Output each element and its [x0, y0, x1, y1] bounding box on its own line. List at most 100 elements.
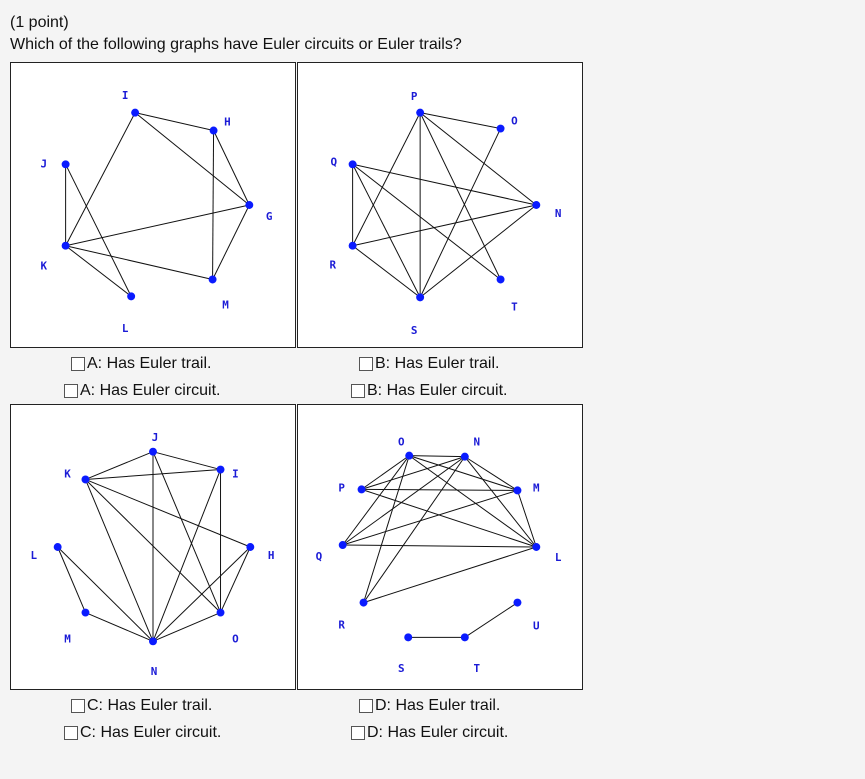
question-header: (1 point) Which of the following graphs …	[10, 12, 462, 56]
edge-J-L	[65, 164, 132, 297]
vertex-I	[131, 108, 140, 117]
checkbox-a-trail[interactable]	[71, 357, 85, 371]
edge-M-L	[516, 490, 537, 548]
vertex-label-I: I	[122, 89, 129, 102]
vertex-N	[460, 452, 469, 461]
vertex-label-T: T	[473, 662, 480, 675]
checkbox-b-circuit[interactable]	[351, 384, 365, 398]
vertex-label-M: M	[533, 481, 540, 494]
checkbox-a-circuit[interactable]	[64, 384, 78, 398]
vertex-label-S: S	[398, 662, 405, 675]
option-b-trail[interactable]: B: Has Euler trail.	[359, 354, 499, 374]
vertex-label-R: R	[329, 259, 336, 272]
edge-M-Q	[342, 489, 518, 546]
vertex-label-Q: Q	[316, 550, 323, 563]
vertex-H	[246, 543, 255, 551]
option-b-circuit[interactable]: B: Has Euler circuit.	[351, 381, 507, 401]
vertex-label-O: O	[398, 436, 405, 449]
vertex-O	[405, 451, 414, 460]
option-a-trail-label: A: Has Euler trail.	[87, 355, 212, 372]
vertex-label-L: L	[122, 322, 129, 335]
vertex-label-J: J	[40, 157, 47, 170]
vertex-label-Q: Q	[330, 155, 337, 168]
edge-I-K	[65, 112, 136, 246]
edge-G-K	[65, 204, 250, 247]
edge-K-I	[85, 469, 221, 480]
option-d-trail-label: D: Has Euler trail.	[375, 697, 501, 714]
vertex-S	[404, 633, 413, 642]
vertex-G	[245, 201, 254, 209]
vertex-O	[216, 608, 225, 617]
checkbox-d-trail[interactable]	[359, 699, 373, 713]
edge-H-G	[213, 130, 250, 206]
vertex-label-U: U	[533, 619, 540, 632]
edge-R-S	[352, 245, 421, 298]
vertex-O	[496, 124, 505, 133]
checkbox-c-trail[interactable]	[71, 699, 85, 713]
edge-O-L	[408, 455, 537, 548]
vertex-label-M: M	[64, 632, 71, 645]
option-b-trail-label: B: Has Euler trail.	[375, 355, 500, 372]
edge-T-U	[464, 602, 518, 638]
edge-K-H	[85, 479, 251, 548]
vertex-K	[61, 241, 70, 250]
vertex-Q	[338, 541, 347, 549]
vertex-label-O: O	[232, 632, 239, 645]
option-a-trail[interactable]: A: Has Euler trail.	[71, 354, 211, 374]
vertex-L	[532, 543, 541, 551]
edge-O-S	[419, 128, 502, 298]
question-prompt: Which of the following graphs have Euler…	[10, 36, 462, 53]
checkbox-b-trail[interactable]	[359, 357, 373, 371]
option-c-trail[interactable]: C: Has Euler trail.	[71, 696, 212, 716]
vertex-label-G: G	[266, 210, 273, 223]
vertex-T	[460, 633, 469, 642]
vertex-Q	[348, 160, 357, 169]
vertex-H	[209, 126, 218, 135]
vertex-M	[513, 486, 522, 495]
vertex-label-K: K	[64, 468, 71, 481]
edge-H-N	[152, 546, 251, 642]
edge-H-M	[212, 130, 215, 280]
option-a-circuit-label: A: Has Euler circuit.	[80, 382, 221, 399]
vertex-label-S: S	[411, 324, 418, 337]
vertex-label-N: N	[151, 665, 158, 678]
vertex-label-O: O	[511, 115, 518, 128]
option-d-trail[interactable]: D: Has Euler trail.	[359, 696, 500, 716]
vertex-J	[149, 447, 157, 456]
vertex-label-T: T	[511, 300, 518, 313]
checkbox-c-circuit[interactable]	[64, 726, 78, 740]
vertex-U	[513, 598, 522, 607]
vertex-label-H: H	[224, 116, 231, 129]
checkbox-d-circuit[interactable]	[351, 726, 365, 740]
vertex-J	[61, 160, 70, 169]
edge-N-M	[464, 456, 518, 491]
vertex-I	[216, 465, 225, 474]
vertex-label-P: P	[338, 481, 345, 494]
edge-Q-S	[352, 164, 421, 298]
edge-S-N	[419, 204, 537, 298]
edge-K-M	[65, 245, 213, 280]
vertex-T	[496, 275, 505, 284]
vertex-label-M: M	[222, 298, 229, 311]
edge-P-N	[419, 112, 537, 206]
option-c-circuit[interactable]: C: Has Euler circuit.	[64, 723, 221, 743]
option-a-circuit[interactable]: A: Has Euler circuit.	[64, 381, 220, 401]
vertex-N	[149, 637, 157, 646]
vertex-R	[359, 598, 368, 607]
option-d-circuit[interactable]: D: Has Euler circuit.	[351, 723, 508, 743]
edge-K-N	[85, 479, 154, 642]
vertex-label-P: P	[411, 90, 418, 103]
edge-J-K	[85, 451, 154, 480]
edge-L-R	[363, 546, 537, 604]
vertex-P	[416, 108, 425, 117]
edge-R-N	[352, 204, 537, 247]
edge-J-O	[152, 451, 221, 613]
edge-L-P	[361, 488, 537, 548]
edge-Q-T	[352, 163, 501, 280]
